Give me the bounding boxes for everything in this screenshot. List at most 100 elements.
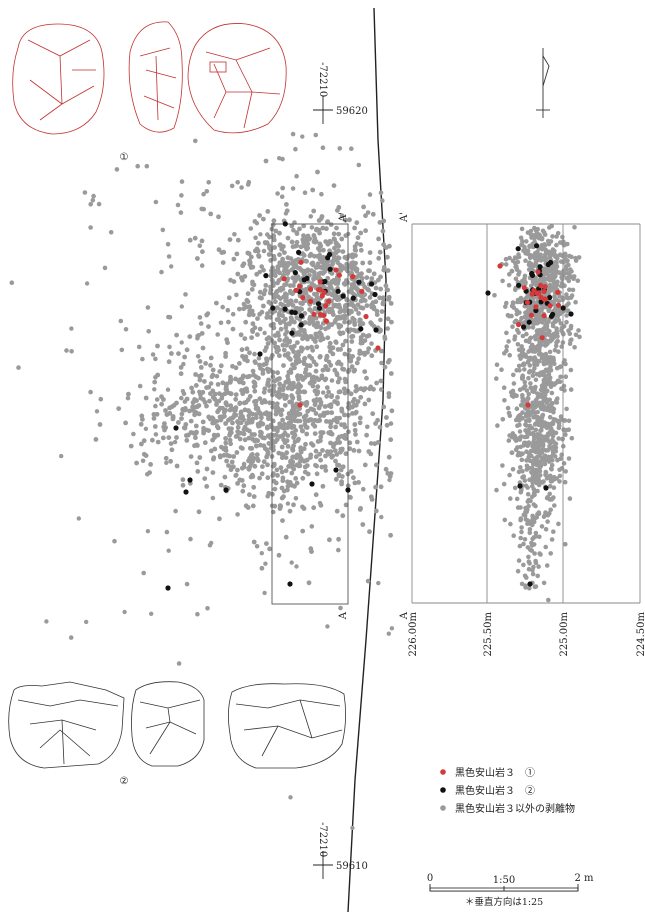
other-flake-point [145,472,150,477]
piece2-point [292,270,298,276]
other-flake-point [358,247,364,253]
piece2-point [485,290,491,296]
other-flake-point [511,305,517,310]
other-flake-point [340,513,346,519]
other-flake-point [526,428,531,434]
other-flake-point [545,436,550,442]
other-flake-point [527,527,533,532]
other-flake-point [239,478,245,483]
profile-other-flakes [492,223,582,603]
other-flake-point [44,619,49,624]
other-flake-point [343,338,348,344]
other-flake-point [322,404,328,409]
other-flake-point [538,258,544,263]
other-flake-point [558,364,564,369]
other-flake-point [143,426,149,431]
other-flake-point [364,375,369,381]
piece1-point [298,259,304,265]
other-flake-point [316,405,322,411]
other-flake-point [194,398,199,403]
other-flake-point [563,432,568,438]
other-flake-point [524,418,529,424]
other-flake-point [252,388,258,394]
other-flake-point [166,548,171,553]
other-flake-point [155,343,160,349]
other-flake-point [298,418,303,424]
other-flake-point [283,291,288,297]
other-flake-point [218,363,224,369]
other-flake-point [527,363,533,368]
other-flake-point [564,319,569,325]
other-flake-point [309,441,314,446]
other-flake-point [564,259,570,264]
other-flake-point [262,330,267,336]
other-flake-point [153,403,158,409]
other-flake-point [358,298,364,304]
other-flake-point [351,396,357,402]
other-flake-point [167,410,173,416]
other-flake-point [242,336,248,341]
other-flake-point [339,213,345,219]
piece2-point [304,275,310,281]
other-flake-point [289,430,295,436]
other-flake-point [265,382,270,388]
other-flake-point [283,211,289,216]
other-flake-point [546,597,551,603]
other-flake-point [337,360,342,366]
other-flake-point [334,419,340,425]
other-flake-point [169,264,174,269]
other-flake-point [300,475,306,481]
grid-label-bottom-y: 59610 [336,861,368,872]
other-flake-point [304,400,309,405]
other-flake-point [563,469,568,474]
other-flake-point [531,385,536,391]
other-flake-point [535,226,540,232]
other-flake-point [323,468,329,473]
other-flake-point [244,297,250,303]
other-flake-point [538,428,543,434]
other-flake-point [378,274,383,280]
other-flake-point [294,564,299,569]
other-flake-point [571,274,577,279]
other-flake-point [266,369,271,375]
other-flake-point [387,243,392,249]
other-flake-point [527,355,532,361]
piece2-point [517,483,523,489]
other-flake-point [112,538,117,544]
other-flake-point [251,384,257,390]
other-flake-point [179,416,184,421]
other-flake-point [181,425,187,431]
other-flake-point [282,396,288,401]
other-flake-point [250,452,255,457]
other-flake-point [494,362,500,368]
other-flake-point [381,242,386,248]
profile-piece1-points [497,263,562,408]
other-flake-point [556,521,561,527]
other-flake-point [339,406,345,412]
other-flake-point [272,273,278,279]
other-flake-point [162,421,167,426]
other-flake-point [171,402,177,408]
other-flake-point [283,298,288,304]
other-flake-point [159,401,165,407]
other-flake-point [204,466,210,472]
other-flake-point [375,417,380,423]
other-flake-point [308,214,314,219]
other-flake-point [528,253,533,259]
other-flake-point [275,370,280,376]
other-flake-point [520,351,526,357]
other-flake-point [240,373,246,379]
other-flake-point [300,237,306,243]
other-flake-point [267,314,273,320]
other-flake-point [300,251,305,257]
other-flake-point [363,228,368,234]
other-flake-point [288,367,294,372]
other-flake-point [279,194,285,199]
other-flake-point [255,407,261,413]
other-flake-point [534,480,539,486]
other-flake-point [163,455,169,461]
other-flake-point [329,454,335,460]
other-flake-point [547,275,552,280]
other-flake-point [530,430,536,436]
other-flake-point [152,424,158,429]
